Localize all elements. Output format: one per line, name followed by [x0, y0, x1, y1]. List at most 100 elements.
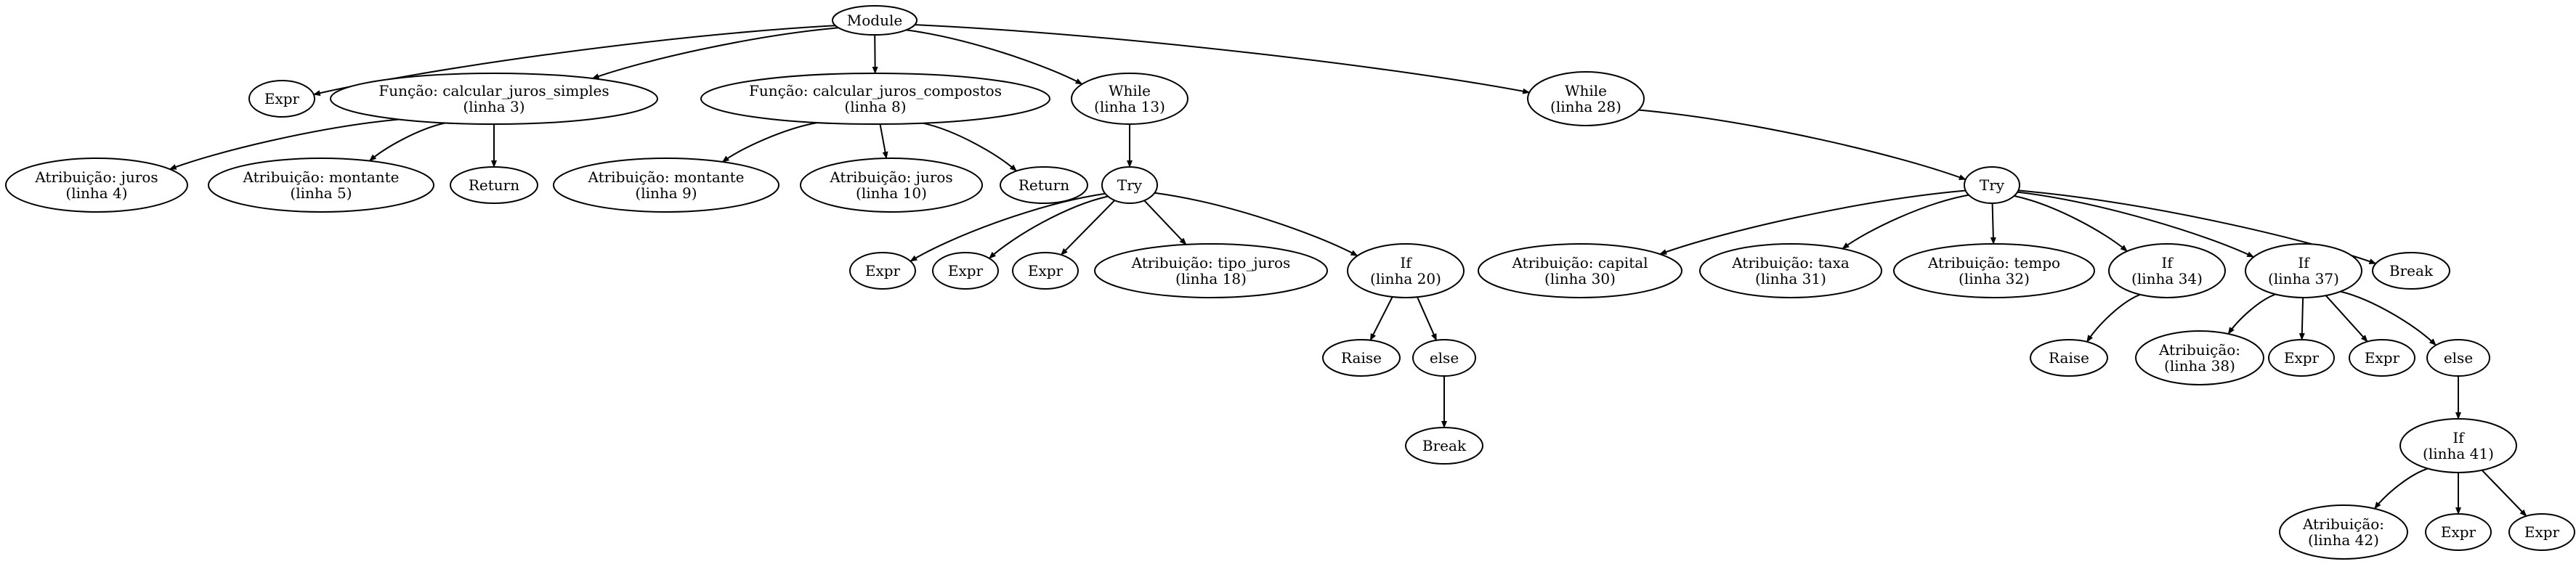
edge-arrow — [369, 122, 446, 162]
node-line-ref: (linha 38) — [2164, 357, 2235, 375]
node-label: While — [1565, 82, 1607, 99]
edge-arrow — [923, 122, 1017, 172]
node-ellipse — [1101, 166, 1158, 204]
tree-node-n10: While(linha 13) — [1071, 73, 1188, 125]
edge-n32-n33 — [2374, 467, 2429, 510]
node-ellipse — [1527, 71, 1645, 126]
node-label: Raise — [1341, 349, 1382, 367]
edge-n0-n20 — [915, 24, 1531, 94]
edge-arrow — [591, 27, 839, 80]
node-label: Expr — [948, 262, 984, 279]
node-line-ref: (linha 34) — [2131, 270, 2203, 287]
edge-arrow — [915, 24, 1531, 94]
edge-n27-n29 — [2298, 297, 2305, 340]
edge-arrow — [879, 123, 888, 160]
edge-arrow — [989, 195, 1109, 259]
tree-node-n24: Atribuição: tempo(linha 32) — [1893, 243, 2095, 298]
node-label: Atribuição: — [2302, 515, 2384, 533]
edge-n2-n4 — [369, 122, 446, 162]
node-label: Função: calcular_juros_compostos — [749, 82, 1002, 99]
edge-arrow — [1154, 192, 1358, 257]
node-ellipse — [849, 252, 916, 290]
node-line-ref: (linha 8) — [844, 98, 906, 115]
node-label: Expr — [865, 262, 901, 279]
tree-node-n7: Atribuição: montante(linha 9) — [553, 158, 779, 213]
edge-n11-n15 — [1143, 200, 1187, 245]
edge-n21-n22 — [1659, 189, 1966, 256]
node-ellipse — [1412, 339, 1476, 377]
edge-n0-n2 — [591, 27, 839, 80]
edge-arrow — [1417, 296, 1438, 341]
edge-n11-n14 — [1060, 200, 1116, 256]
tree-node-n23: Atribuição: taxa(linha 31) — [1699, 243, 1882, 298]
tree-node-n33: Atribuição:(linha 42) — [2279, 504, 2408, 560]
tree-node-n14: Expr — [1012, 252, 1079, 290]
tree-node-n2: Função: calcular_juros_simples(linha 3) — [330, 73, 658, 125]
node-ellipse — [832, 5, 918, 36]
node-ellipse — [1699, 243, 1882, 298]
node-ellipse — [2508, 513, 2575, 551]
tree-node-n32: If(linha 41) — [2399, 418, 2517, 473]
edge-n25-n26 — [2086, 293, 2141, 343]
edge-arrow — [1369, 296, 1393, 341]
node-label: Expr — [2524, 523, 2560, 541]
edge-arrow — [1060, 200, 1116, 256]
edge-n27-n28 — [2227, 293, 2276, 335]
node-label: Return — [1018, 176, 1069, 194]
tree-node-n26: Raise — [2030, 339, 2108, 377]
tree-node-n25: If(linha 34) — [2108, 243, 2226, 298]
edge-n0-n10 — [906, 29, 1083, 85]
node-label: else — [2444, 349, 2473, 367]
tree-node-n15: Atribuição: tipo_juros(linha 18) — [1094, 243, 1328, 298]
node-label: Expr — [2441, 523, 2476, 541]
node-label: Atribuição: juros — [829, 168, 952, 186]
node-ellipse — [2135, 330, 2264, 385]
node-ellipse — [700, 73, 1050, 125]
edge-arrow — [1638, 109, 1967, 181]
tree-node-n28: Atribuição:(linha 38) — [2135, 330, 2264, 385]
edge-arrow — [2325, 295, 2368, 343]
edge-arrow — [2481, 470, 2527, 517]
node-ellipse — [2279, 504, 2408, 560]
node-ellipse — [330, 73, 658, 125]
node-label: Return — [469, 176, 519, 194]
node-ellipse — [2268, 339, 2335, 377]
edge-n11-n12 — [910, 192, 1106, 262]
node-label: Atribuição: — [2158, 341, 2240, 359]
tree-node-n8: Atribuição: juros(linha 10) — [800, 158, 983, 213]
edge-n32-n35 — [2481, 470, 2527, 517]
tree-node-n9: Return — [1000, 166, 1088, 204]
tree-node-n19: Break — [1405, 427, 1483, 465]
edge-n20-n21 — [1638, 109, 1967, 181]
tree-node-n17: Raise — [1322, 339, 1401, 377]
node-label: If — [2453, 429, 2465, 446]
node-label: While — [1109, 82, 1151, 99]
node-ellipse — [1347, 243, 1465, 298]
node-line-ref: (linha 10) — [856, 184, 927, 202]
edge-n16-n17 — [1369, 296, 1393, 341]
tree-node-n34: Expr — [2425, 513, 2492, 551]
node-line-ref: (linha 28) — [1550, 98, 1621, 115]
edge-arrow — [910, 192, 1106, 262]
node-ellipse — [248, 80, 315, 118]
edge-arrow — [2298, 297, 2305, 340]
node-line-ref: (linha 4) — [65, 184, 127, 202]
edge-n2-n3 — [169, 118, 400, 171]
node-label: If — [1400, 254, 1412, 271]
edge-arrow — [1659, 189, 1966, 256]
node-line-ref: (linha 41) — [2423, 445, 2494, 462]
tree-node-n21: Try — [1964, 166, 2020, 204]
edge-n11-n13 — [989, 195, 1109, 259]
node-label: Atribuição: montante — [242, 168, 399, 186]
tree-node-n30: Expr — [2349, 339, 2415, 377]
edge-arrow — [169, 118, 400, 171]
node-ellipse — [1405, 427, 1483, 465]
node-ellipse — [1964, 166, 2020, 204]
edge-arrow — [2086, 293, 2141, 343]
edge-arrow — [1842, 194, 1969, 250]
node-ellipse — [2108, 243, 2226, 298]
node-line-ref: (linha 31) — [1755, 270, 1826, 287]
node-label: else — [1430, 349, 1459, 367]
node-ellipse — [1012, 252, 1079, 290]
